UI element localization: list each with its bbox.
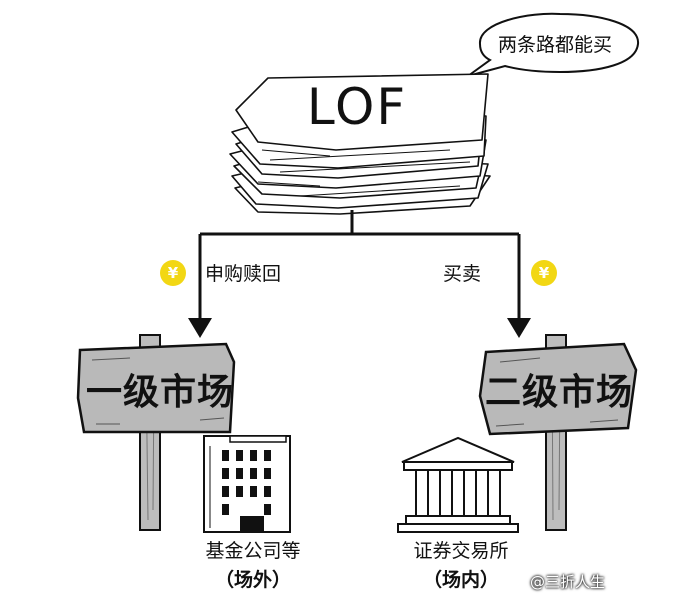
fund-company-note: （场外）: [214, 569, 291, 591]
office-building-icon: [203, 435, 291, 533]
primary-market-sign: 一级市场: [85, 372, 234, 413]
exchange-building-icon: [397, 436, 519, 533]
exchange-note: （场内）: [422, 569, 499, 591]
arrow-down-right: [507, 318, 531, 338]
branch-right-label: 买卖: [443, 263, 482, 285]
branch-connectors: [198, 210, 521, 320]
paper-stack-icon: [229, 73, 491, 215]
branch-left-label: 申购赎回: [205, 263, 282, 285]
speech-bubble: [467, 12, 640, 77]
signpost-right: [478, 334, 638, 531]
fund-company-label: 基金公司等: [205, 540, 301, 562]
exchange-label: 证券交易所: [413, 540, 509, 562]
yuan-coin-icon-right: ¥: [531, 260, 557, 286]
speech-bubble-text: 两条路都能买: [497, 34, 612, 56]
secondary-market-sign: 二级市场: [484, 372, 633, 413]
watermark: @三折人生: [530, 573, 606, 591]
stack-label: LOF: [306, 78, 408, 136]
yuan-coin-icon-left: ¥: [160, 260, 186, 286]
arrow-down-left: [188, 318, 212, 338]
signpost-left: [76, 334, 236, 531]
